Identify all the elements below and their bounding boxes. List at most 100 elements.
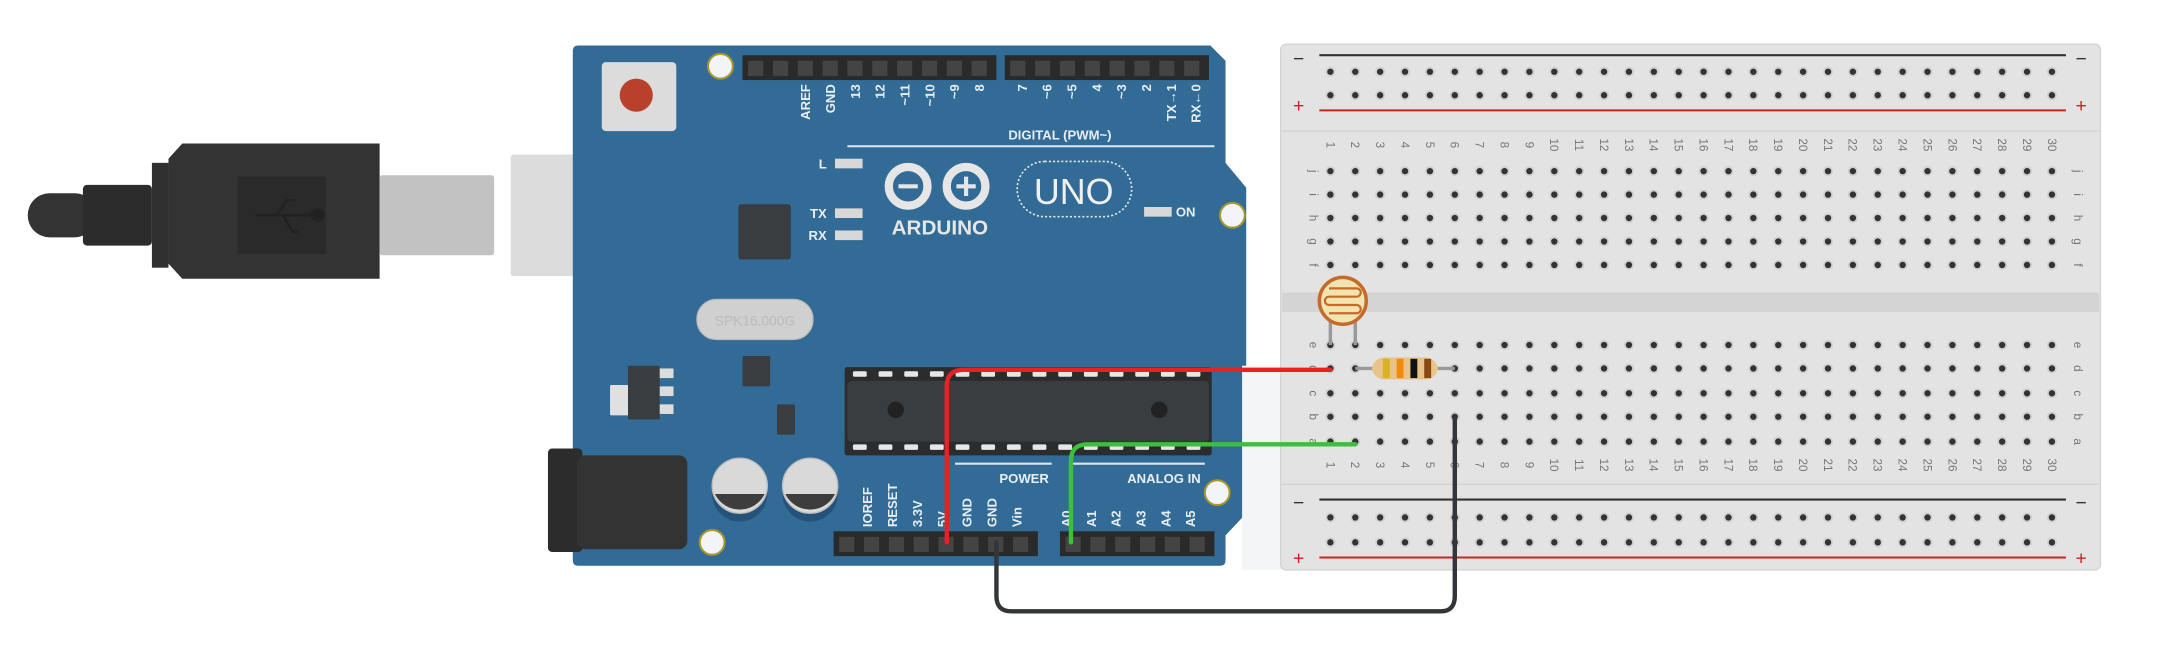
breadboard-hole[interactable] xyxy=(1924,438,1931,445)
header-pin[interactable] xyxy=(1084,60,1100,76)
breadboard-hole[interactable] xyxy=(1476,514,1483,521)
breadboard-hole[interactable] xyxy=(1899,92,1906,99)
breadboard-hole[interactable] xyxy=(2023,167,2031,175)
breadboard-hole[interactable] xyxy=(1401,191,1409,198)
breadboard-hole[interactable] xyxy=(1650,92,1658,99)
breadboard-hole[interactable] xyxy=(1650,390,1658,397)
breadboard-hole[interactable] xyxy=(1600,438,1608,445)
breadboard-hole[interactable] xyxy=(1600,413,1608,420)
breadboard-hole[interactable] xyxy=(2023,514,2031,521)
breadboard-hole[interactable] xyxy=(1824,365,1832,372)
breadboard-hole[interactable] xyxy=(1600,191,1608,198)
header-pin[interactable] xyxy=(897,60,913,76)
breadboard-hole[interactable] xyxy=(1650,68,1658,75)
breadboard-hole[interactable] xyxy=(1824,92,1832,99)
breadboard-hole[interactable] xyxy=(1998,214,2006,222)
breadboard-hole[interactable] xyxy=(1551,341,1558,349)
breadboard-hole[interactable] xyxy=(1750,390,1757,397)
breadboard-hole[interactable] xyxy=(1551,413,1558,420)
breadboard-hole[interactable] xyxy=(1576,191,1583,198)
breadboard-hole[interactable] xyxy=(1426,413,1434,420)
header-pin[interactable] xyxy=(963,536,979,552)
breadboard-hole[interactable] xyxy=(1551,539,1558,546)
breadboard-hole[interactable] xyxy=(1327,191,1334,198)
breadboard-hole[interactable] xyxy=(1376,167,1384,175)
breadboard-hole[interactable] xyxy=(1650,413,1658,420)
breadboard-hole[interactable] xyxy=(1700,167,1707,175)
breadboard-hole[interactable] xyxy=(1750,438,1757,445)
header-pin[interactable] xyxy=(1090,536,1106,552)
breadboard-hole[interactable] xyxy=(1401,514,1409,521)
breadboard-hole[interactable] xyxy=(1426,390,1434,397)
breadboard-hole[interactable] xyxy=(1526,514,1533,521)
breadboard-hole[interactable] xyxy=(1998,413,2006,420)
breadboard-hole[interactable] xyxy=(1775,92,1782,99)
breadboard-hole[interactable] xyxy=(1750,341,1757,349)
breadboard-hole[interactable] xyxy=(1426,341,1434,349)
breadboard-hole[interactable] xyxy=(2023,539,2031,546)
breadboard-hole[interactable] xyxy=(1476,365,1483,372)
breadboard-hole[interactable] xyxy=(1600,390,1608,397)
breadboard-hole[interactable] xyxy=(1824,214,1832,222)
breadboard-hole[interactable] xyxy=(1700,514,1707,521)
breadboard-hole[interactable] xyxy=(1401,167,1409,175)
dc-power-jack[interactable] xyxy=(576,455,688,550)
analog-header[interactable] xyxy=(1059,531,1215,557)
breadboard-hole[interactable] xyxy=(2023,390,2031,397)
breadboard-hole[interactable] xyxy=(1725,92,1732,99)
breadboard-hole[interactable] xyxy=(1725,390,1732,397)
breadboard-hole[interactable] xyxy=(1775,214,1782,222)
breadboard-hole[interactable] xyxy=(1874,390,1881,397)
breadboard-hole[interactable] xyxy=(1775,413,1782,420)
breadboard-hole[interactable] xyxy=(1376,539,1384,546)
breadboard-hole[interactable] xyxy=(1974,413,1981,420)
breadboard-hole[interactable] xyxy=(1600,261,1608,269)
breadboard-hole[interactable] xyxy=(1526,365,1533,372)
breadboard-hole[interactable] xyxy=(1426,261,1434,269)
breadboard-hole[interactable] xyxy=(2048,365,2056,372)
breadboard-hole[interactable] xyxy=(1775,167,1782,175)
breadboard-hole[interactable] xyxy=(1775,438,1782,445)
breadboard-hole[interactable] xyxy=(1799,191,1807,198)
breadboard-hole[interactable] xyxy=(2023,413,2031,420)
breadboard-hole[interactable] xyxy=(1725,514,1732,521)
breadboard-hole[interactable] xyxy=(1675,191,1682,198)
breadboard-hole[interactable] xyxy=(1576,68,1583,75)
breadboard-hole[interactable] xyxy=(1700,438,1707,445)
breadboard-hole[interactable] xyxy=(1401,261,1409,269)
breadboard-hole[interactable] xyxy=(1401,238,1409,245)
breadboard-hole[interactable] xyxy=(1426,539,1434,546)
breadboard-hole[interactable] xyxy=(1924,539,1931,546)
breadboard-hole[interactable] xyxy=(1974,92,1981,99)
breadboard-hole[interactable] xyxy=(1576,341,1583,349)
breadboard-hole[interactable] xyxy=(1501,539,1508,546)
breadboard-hole[interactable] xyxy=(1725,167,1732,175)
breadboard-hole[interactable] xyxy=(1526,238,1533,245)
breadboard-hole[interactable] xyxy=(1451,92,1458,99)
breadboard-hole[interactable] xyxy=(1576,539,1583,546)
breadboard-hole[interactable] xyxy=(1974,214,1981,222)
breadboard-hole[interactable] xyxy=(2048,438,2056,445)
breadboard-hole[interactable] xyxy=(1327,413,1334,420)
breadboard-hole[interactable] xyxy=(1799,68,1807,75)
breadboard-hole[interactable] xyxy=(1849,167,1857,175)
breadboard-hole[interactable] xyxy=(1750,539,1757,546)
breadboard-hole[interactable] xyxy=(2048,390,2056,397)
breadboard-hole[interactable] xyxy=(1799,365,1807,372)
breadboard-hole[interactable] xyxy=(1824,341,1832,349)
breadboard-hole[interactable] xyxy=(1675,539,1682,546)
breadboard-hole[interactable] xyxy=(1600,514,1608,521)
breadboard-hole[interactable] xyxy=(1849,438,1857,445)
breadboard-hole[interactable] xyxy=(1775,68,1782,75)
reset-button-cap[interactable] xyxy=(619,78,653,112)
breadboard-hole[interactable] xyxy=(1650,238,1658,245)
breadboard-hole[interactable] xyxy=(1376,413,1384,420)
breadboard-hole[interactable] xyxy=(1799,390,1807,397)
breadboard-hole[interactable] xyxy=(1949,514,1956,521)
breadboard-hole[interactable] xyxy=(1526,214,1533,222)
breadboard-hole[interactable] xyxy=(1799,514,1807,521)
header-pin[interactable] xyxy=(1035,60,1051,76)
breadboard-hole[interactable] xyxy=(1426,68,1434,75)
breadboard-hole[interactable] xyxy=(1874,341,1881,349)
breadboard-hole[interactable] xyxy=(1874,68,1881,75)
